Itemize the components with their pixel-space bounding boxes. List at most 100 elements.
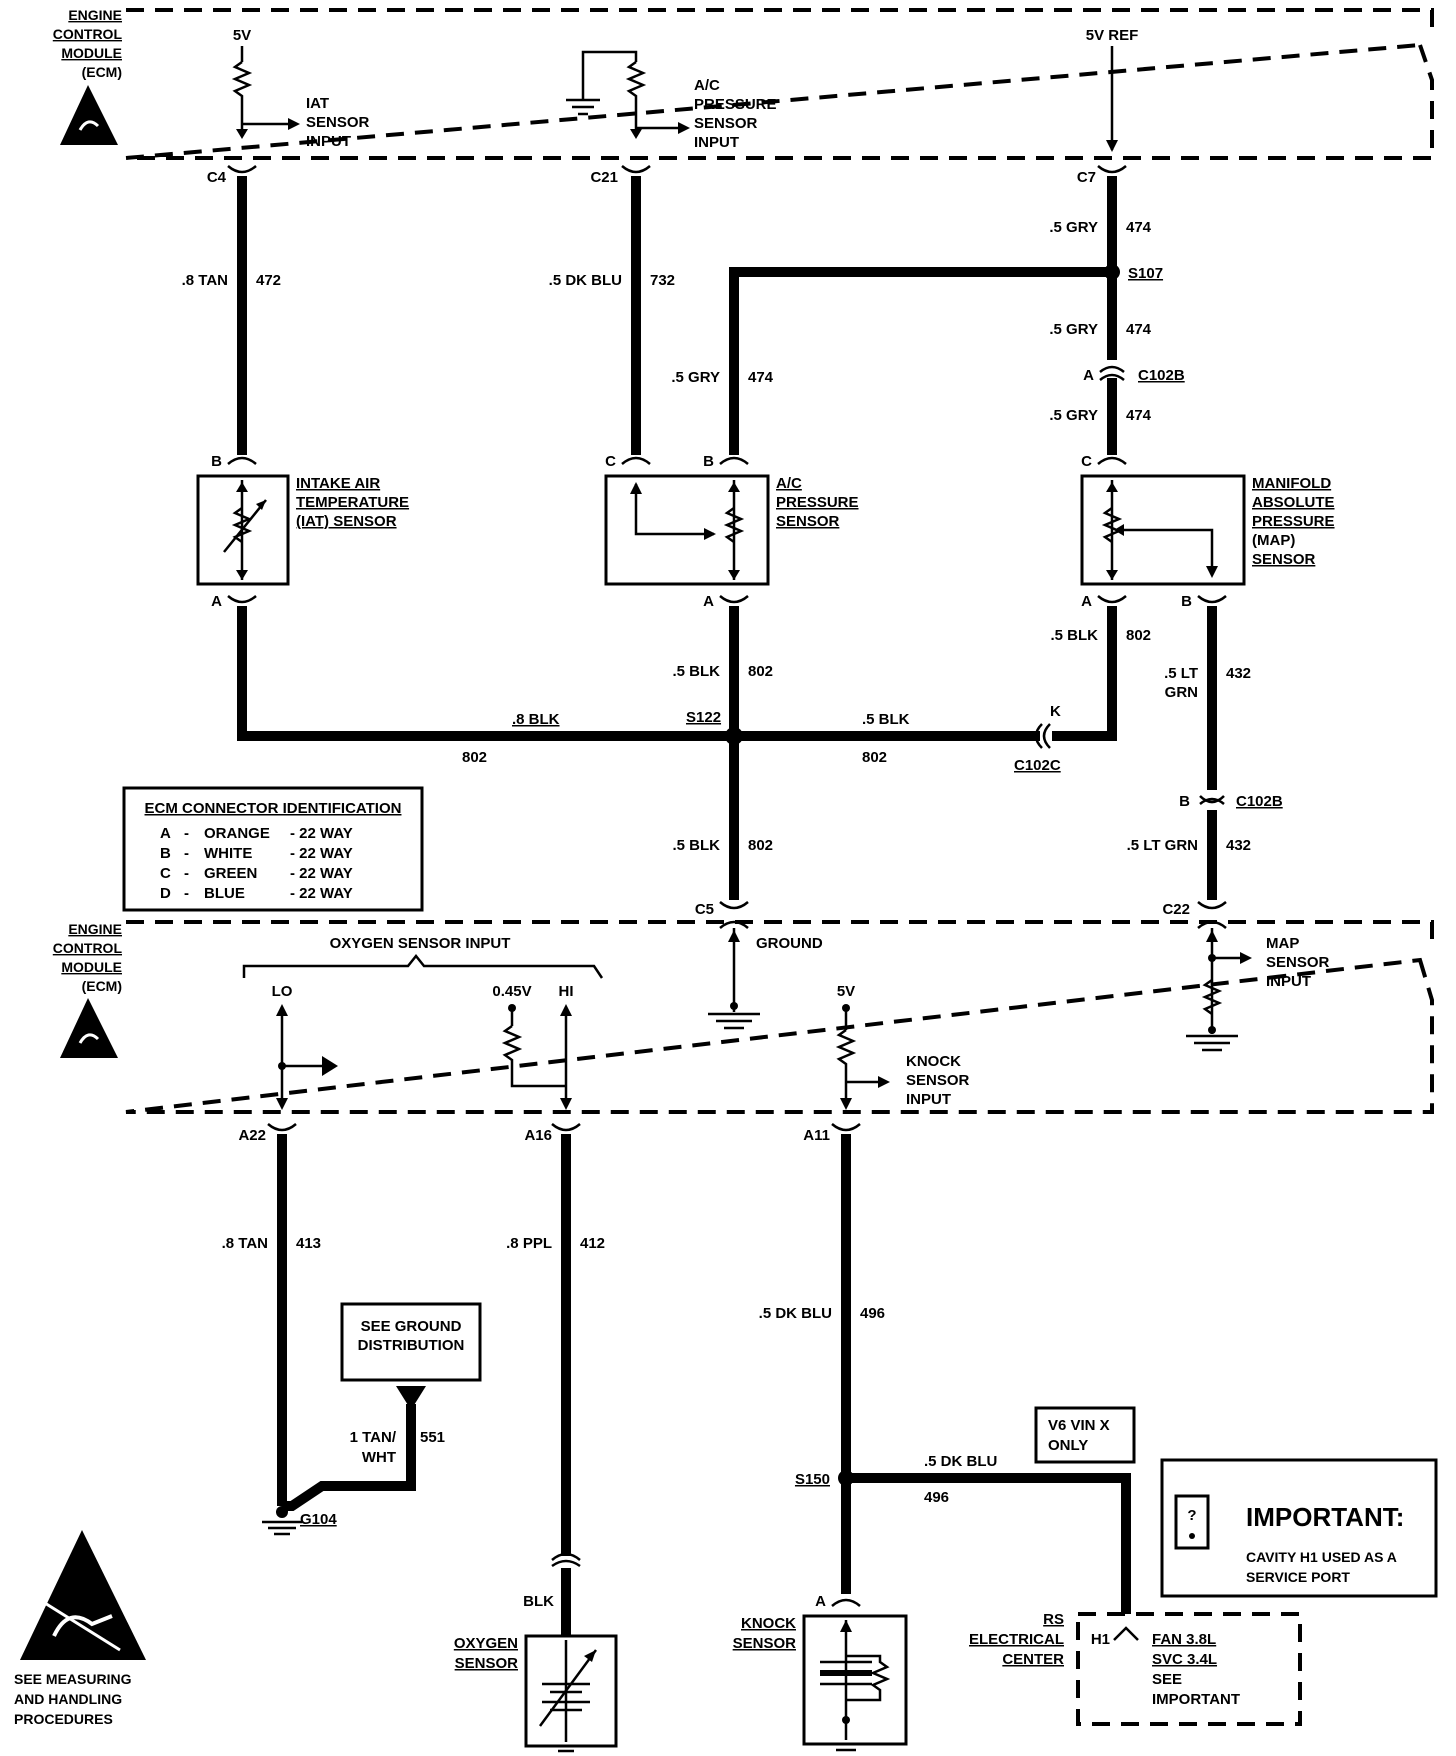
svg-text:- 22 WAY: - 22 WAY	[290, 885, 353, 902]
svg-text:B: B	[1181, 593, 1192, 610]
splice-s122	[725, 727, 743, 745]
svg-text:CONTROL: CONTROL	[53, 26, 123, 42]
svg-text:SENSOR: SENSOR	[733, 1635, 797, 1652]
svg-text:5V REF: 5V REF	[1086, 27, 1139, 44]
svg-text:.8 TAN: .8 TAN	[182, 272, 228, 289]
iat-sensor: B A	[196, 453, 290, 610]
iat-sensor-label: INTAKE AIR TEMPERATURE (IAT) SENSOR	[296, 475, 409, 530]
svg-text:496: 496	[924, 1489, 949, 1506]
svg-text:.8 TAN: .8 TAN	[222, 1235, 268, 1252]
svg-text:.5 GRY: .5 GRY	[1049, 219, 1098, 236]
svg-text:802: 802	[462, 749, 487, 766]
svg-text:1 TAN/: 1 TAN/	[350, 1429, 397, 1446]
oxygen-sensor	[524, 1634, 618, 1753]
svg-text:SERVICE PORT: SERVICE PORT	[1246, 1569, 1350, 1585]
svg-text:SENSOR: SENSOR	[694, 115, 758, 132]
svg-text:-: -	[184, 845, 189, 862]
knock-sensor-label: KNOCK SENSOR	[733, 1615, 797, 1652]
svg-text:MODULE: MODULE	[61, 959, 122, 975]
svg-text:SENSOR: SENSOR	[1252, 551, 1316, 568]
svg-text:472: 472	[256, 272, 281, 289]
svg-text:A16: A16	[524, 1127, 552, 1144]
ac-sensor-label: A/C PRESSURE SENSOR	[776, 475, 859, 530]
svg-text:INPUT: INPUT	[694, 134, 739, 151]
ecm-top-boundary	[125, 8, 1434, 160]
svg-text:ONLY: ONLY	[1048, 1437, 1088, 1454]
svg-text:A: A	[1083, 367, 1094, 384]
ecm-label-top: ENGINE CONTROL MODULE (ECM)	[53, 7, 123, 80]
svg-text:474: 474	[1126, 407, 1152, 424]
oxygen-connector: BLK	[523, 1552, 581, 1610]
svg-text:S107: S107	[1128, 265, 1163, 282]
svg-text:B: B	[211, 453, 222, 470]
connector-a11: A11	[803, 1123, 861, 1144]
svg-text:474: 474	[748, 369, 774, 386]
connector-a16: A16	[524, 1123, 581, 1144]
svg-text:IMPORTANT:: IMPORTANT:	[1246, 1502, 1404, 1532]
connector-c21: C21	[590, 165, 651, 186]
svg-text:A: A	[703, 593, 714, 610]
vin-box: V6 VIN X ONLY	[1034, 1406, 1136, 1464]
svg-text:412: 412	[580, 1235, 605, 1252]
esd-note: SEE MEASURING AND HANDLING PROCEDURES	[14, 1671, 132, 1727]
ecm-bottom-boundary	[125, 920, 1434, 1114]
svg-text:KNOCK: KNOCK	[906, 1053, 961, 1070]
svg-text:.5 DK BLU: .5 DK BLU	[759, 1305, 832, 1322]
svg-text:- 22 WAY: - 22 WAY	[290, 865, 353, 882]
svg-text:GREEN: GREEN	[204, 865, 257, 882]
svg-text:WHT: WHT	[362, 1449, 396, 1466]
svg-text:H1: H1	[1091, 1631, 1110, 1648]
svg-text:LO: LO	[272, 983, 293, 1000]
svg-text:MAP: MAP	[1266, 935, 1299, 952]
svg-text:B: B	[160, 845, 171, 862]
connector-c102b-b: B C102B	[1179, 793, 1283, 810]
svg-text:.5 LT GRN: .5 LT GRN	[1127, 837, 1198, 854]
svg-text:5V: 5V	[837, 983, 855, 1000]
svg-text:OXYGEN SENSOR INPUT: OXYGEN SENSOR INPUT	[330, 935, 511, 952]
svg-text:SENSOR: SENSOR	[306, 114, 370, 131]
svg-text:.5 GRY: .5 GRY	[1049, 407, 1098, 424]
svg-text:B: B	[703, 453, 714, 470]
svg-text:A/C: A/C	[694, 77, 720, 94]
svg-text:C22: C22	[1162, 901, 1190, 918]
svg-text:B: B	[1179, 793, 1190, 810]
svg-text:C: C	[1081, 453, 1092, 470]
svg-text:802: 802	[748, 837, 773, 854]
knock-ecm-circuit: 5V KNOCK SENSOR INPUT	[835, 983, 970, 1110]
svg-text:A22: A22	[238, 1127, 266, 1144]
svg-text:A: A	[160, 825, 171, 842]
svg-text:ENGINE: ENGINE	[68, 7, 122, 23]
svg-text:PRESSURE: PRESSURE	[776, 494, 859, 511]
svg-text:474: 474	[1126, 321, 1152, 338]
esd-warning-icon-2	[60, 998, 118, 1058]
svg-text:S122: S122	[686, 709, 721, 726]
svg-text:CENTER: CENTER	[1002, 1651, 1064, 1668]
svg-text:C102C: C102C	[1014, 757, 1061, 774]
svg-text:GRN: GRN	[1165, 684, 1198, 701]
oxygen-ecm-circuit: OXYGEN SENSOR INPUT LO 0.45V HI	[242, 935, 604, 1110]
svg-text:ABSOLUTE: ABSOLUTE	[1252, 494, 1335, 511]
svg-text:.8 BLK: .8 BLK	[512, 711, 560, 728]
ac-pressure-sensor: C B A	[604, 453, 770, 610]
svg-text:C102B: C102B	[1236, 793, 1283, 810]
oxygen-sensor-label: OXYGEN SENSOR	[454, 1635, 518, 1672]
svg-text:SEE: SEE	[1152, 1671, 1182, 1688]
svg-text:(ECM): (ECM)	[82, 64, 122, 80]
svg-text:AND HANDLING: AND HANDLING	[14, 1691, 122, 1707]
splice-s107	[1104, 264, 1120, 280]
svg-text:S150: S150	[795, 1471, 830, 1488]
connector-c7: C7	[1077, 165, 1127, 186]
svg-text:SENSOR: SENSOR	[906, 1072, 970, 1089]
svg-text:- 22 WAY: - 22 WAY	[290, 845, 353, 862]
svg-text:551: 551	[420, 1429, 445, 1446]
connector-c102c: K C102C	[1014, 703, 1061, 774]
svg-text:MANIFOLD: MANIFOLD	[1252, 475, 1331, 492]
rs-electrical-center: RS ELECTRICAL CENTER H1 FAN 3.8L SVC 3.4…	[969, 1611, 1302, 1726]
ground-distribution-box: SEE GROUND DISTRIBUTION	[340, 1302, 482, 1410]
ground-g104: G104	[262, 1506, 337, 1536]
iat-ecm-circuit: 5V IAT SENSOR INPUT	[231, 27, 370, 150]
ref-ecm-circuit: 5V REF	[1086, 27, 1139, 152]
ecm-connector-id-table: ECM CONNECTOR IDENTIFICATION A - ORANGE …	[122, 786, 424, 912]
